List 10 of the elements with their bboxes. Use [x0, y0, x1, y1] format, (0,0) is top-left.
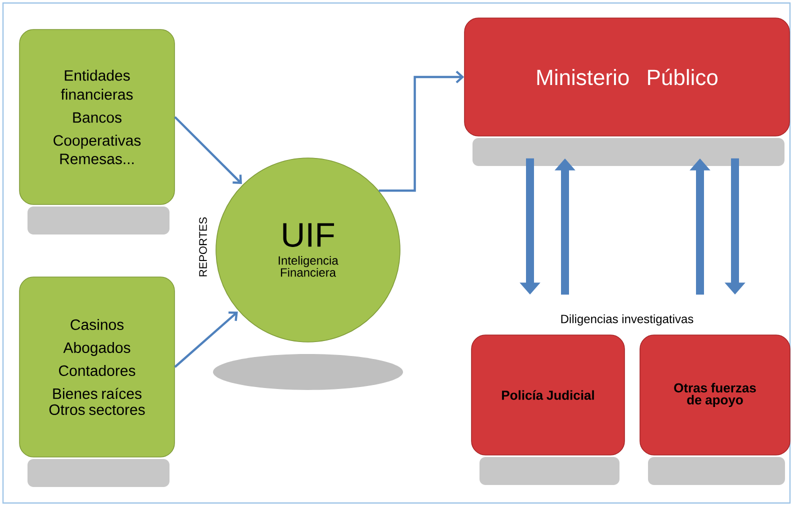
- process-box: Otras fuerzas de apoyo: [640, 334, 790, 456]
- arrow: [174, 116, 242, 184]
- process-box: Casinos Abogados Contadores Bienes raíces Otros sectores: [19, 276, 175, 458]
- caption-label: Diligencias investigativas: [561, 314, 694, 326]
- arrow: [378, 70, 464, 192]
- process-box: Entidades financieras Bancos Cooperativas Remesas...: [19, 29, 175, 205]
- arrow: [174, 311, 238, 368]
- process-box: Ministerio Público: [464, 18, 790, 136]
- process-box: Policía Judicial: [471, 334, 625, 456]
- vertical-label: REPORTES: [199, 217, 207, 276]
